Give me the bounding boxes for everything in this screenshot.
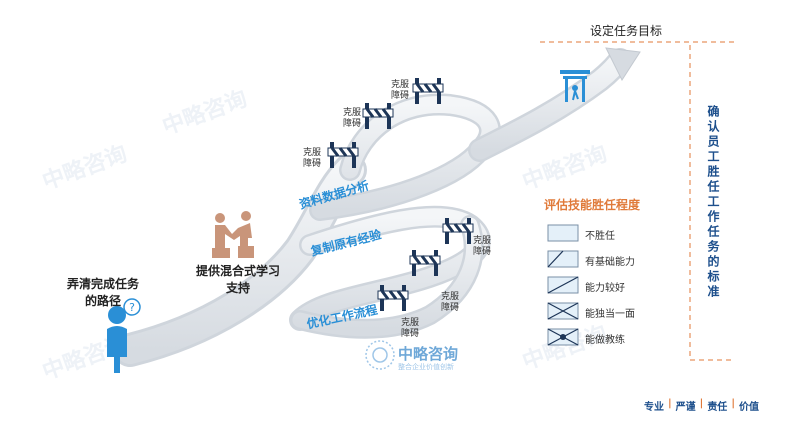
goal-label: 设定任务目标 (590, 24, 663, 38)
legend-swatch-4 (547, 302, 579, 320)
person-thinking-icon (107, 306, 127, 373)
svg-text:?: ? (129, 301, 135, 314)
standard-vertical-title: 确认员工胜任工作任务的标准 (706, 105, 720, 300)
legend-title: 评估技能胜任程度 (544, 198, 641, 212)
barrier-icon (377, 285, 409, 311)
logo-name: 中略咨询 (398, 345, 459, 363)
support-label: 提供混合式学习 支持 (195, 264, 280, 295)
legend-item-label: 有基础能力 (585, 257, 635, 268)
legend-swatches (547, 224, 579, 346)
goal-arrow-icon (605, 47, 641, 82)
barrier-icon (327, 142, 359, 168)
footer-values: 专业| 严谨| 责任| 价值 (644, 398, 759, 413)
legend-swatch-1 (547, 224, 579, 242)
barrier-icon (442, 218, 474, 244)
legend-swatch-2 (547, 250, 579, 268)
obstacle-label: 克服障碍 (472, 236, 491, 257)
legend-swatch-5 (547, 328, 579, 346)
logo-mark-icon (365, 340, 395, 370)
obstacle-label: 克服障碍 (302, 148, 321, 169)
legend-item-label: 能做教练 (585, 335, 625, 346)
obstacle-label: 克服障碍 (390, 80, 409, 101)
question-icon: ? (123, 298, 141, 316)
obstacle-label: 克服障碍 (342, 108, 361, 129)
obstacle-label: 克服障碍 (440, 292, 459, 313)
legend-swatch-3 (547, 276, 579, 294)
support-handshake-icon (212, 211, 254, 258)
barrier-icon (412, 78, 444, 104)
torii-gate-icon (560, 70, 590, 102)
logo-tagline: 整合企业价值创新 (398, 363, 454, 371)
legend-item-label: 能独当一面 (585, 309, 635, 320)
barrier-icon (362, 103, 394, 129)
obstacle-label: 克服障碍 (400, 318, 419, 339)
start-label: 弄清完成任务 的路径 (66, 277, 139, 308)
legend-item-label: 能力较好 (585, 283, 625, 294)
barrier-icon (409, 250, 441, 276)
legend-item-label: 不胜任 (585, 231, 615, 242)
